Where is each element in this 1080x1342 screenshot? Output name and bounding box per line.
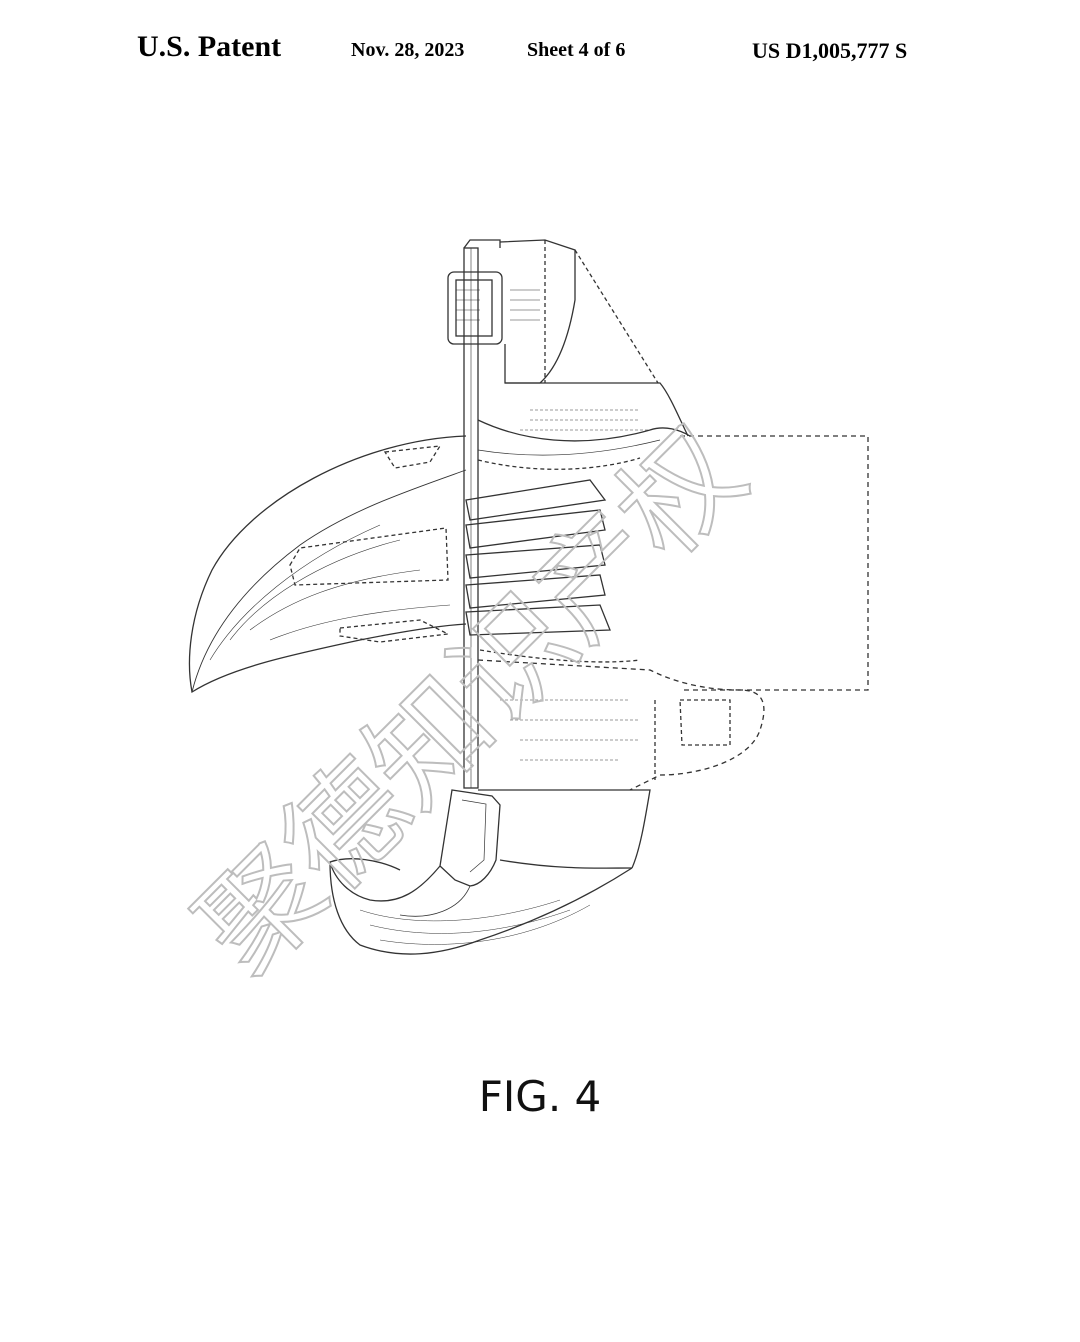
figure-label: FIG. 4 <box>0 1072 1080 1121</box>
patent-date: Nov. 28, 2023 <box>351 39 465 61</box>
figure-label-text: FIG. 4 <box>478 1072 602 1121</box>
left-horn-outline <box>188 435 467 694</box>
patent-header: U.S. Patent Nov. 28, 2023 Sheet 4 of 6 U… <box>0 30 1080 70</box>
patent-number: US D1,005,777 S <box>752 38 908 63</box>
watermark-text: 聚德知识产权 <box>172 402 770 1000</box>
patent-title: U.S. Patent <box>137 30 282 63</box>
sheet-number: Sheet 4 of 6 <box>527 39 626 61</box>
